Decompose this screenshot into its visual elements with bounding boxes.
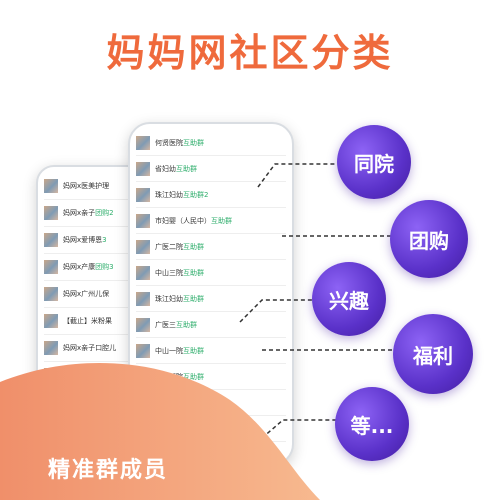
group-name: 妈网x医美护理 bbox=[63, 182, 110, 190]
category-bubble-group-buy[interactable]: 团购 bbox=[390, 200, 468, 278]
connector-line bbox=[257, 163, 338, 188]
group-list-item[interactable]: 妈网x爱博恩3 bbox=[44, 227, 144, 254]
group-avatar bbox=[44, 314, 58, 328]
group-list-item[interactable]: 省妇幼互助群 bbox=[136, 156, 286, 182]
group-tag: 互助群 bbox=[176, 320, 197, 329]
group-tag: 互助群 bbox=[183, 138, 204, 147]
group-list-item[interactable]: 妈网x广州儿保 bbox=[44, 281, 144, 308]
group-list-item[interactable]: 广医二院互助群 bbox=[136, 234, 286, 260]
group-name: 中山三院 bbox=[155, 268, 183, 277]
connector-line bbox=[261, 419, 337, 439]
group-name: 妈网x产康 bbox=[63, 263, 96, 271]
group-avatar bbox=[136, 239, 150, 254]
group-list-item[interactable]: 妈网x产康团购3 bbox=[44, 254, 144, 281]
group-avatar bbox=[44, 206, 58, 220]
group-avatar bbox=[44, 287, 58, 301]
group-tag: 互助群 bbox=[183, 242, 204, 251]
group-list-item[interactable]: 市妇婴（人民中）互助群 bbox=[136, 208, 286, 234]
group-name: 市妇婴（人民中） bbox=[155, 216, 211, 225]
group-avatar bbox=[44, 260, 58, 274]
group-tag: 团购3 bbox=[95, 263, 114, 271]
group-list-item[interactable]: 妈网x亲子口腔儿 bbox=[44, 335, 144, 362]
group-tag: 互助群 bbox=[183, 294, 204, 303]
group-avatar bbox=[44, 233, 58, 247]
group-avatar bbox=[136, 187, 150, 202]
group-tag: 互助群 bbox=[183, 346, 204, 355]
group-avatar bbox=[136, 317, 150, 332]
category-bubble-benefits[interactable]: 福利 bbox=[393, 314, 473, 394]
group-avatar bbox=[136, 135, 150, 150]
group-list-item[interactable]: 妈网x医美护理 bbox=[44, 173, 144, 200]
category-bubble-same-hospital[interactable]: 同院 bbox=[337, 125, 411, 199]
group-name: 何贤医院 bbox=[155, 138, 183, 147]
group-list-item[interactable]: 【截止】米粉果 bbox=[44, 308, 144, 335]
caption-wave bbox=[0, 362, 320, 500]
category-bubble-interest[interactable]: 兴趣 bbox=[312, 262, 386, 336]
caption-text: 精准群成员 bbox=[48, 458, 169, 483]
group-name: 广医三 bbox=[155, 320, 176, 329]
group-list-item[interactable]: 中山三院互助群 bbox=[136, 260, 286, 286]
group-avatar bbox=[44, 179, 58, 193]
group-name: 妈网x爱博恩 bbox=[63, 236, 103, 244]
group-tag: 3 bbox=[102, 236, 107, 244]
group-tag: 互助群2 bbox=[183, 190, 209, 199]
group-avatar bbox=[136, 161, 150, 176]
group-avatar bbox=[136, 213, 150, 228]
group-list-item[interactable]: 广医三互助群 bbox=[136, 312, 286, 338]
group-name: 中山一院 bbox=[155, 346, 183, 355]
group-name: 【截止】米粉果 bbox=[63, 317, 112, 325]
group-name: 广医二院 bbox=[155, 242, 183, 251]
group-list-item[interactable]: 珠江妇幼互助群2 bbox=[136, 182, 286, 208]
group-tag: 团购2 bbox=[95, 209, 114, 217]
connector-line bbox=[239, 299, 318, 323]
group-tag: 互助群 bbox=[183, 372, 204, 381]
group-name: 妈网x广州儿保 bbox=[63, 290, 110, 298]
group-avatar bbox=[136, 265, 150, 280]
group-tag: 互助群 bbox=[211, 216, 232, 225]
category-bubble-more[interactable]: 等... bbox=[335, 387, 409, 461]
page-title: 妈妈网社区分类 bbox=[106, 31, 394, 75]
group-list-item[interactable]: 珠江妇幼互助群 bbox=[136, 286, 286, 312]
group-name: 妈网x亲子 bbox=[63, 209, 96, 217]
group-name: 珠江妇幼 bbox=[155, 294, 183, 303]
group-tag: 互助群 bbox=[176, 164, 197, 173]
group-name: 省妇幼 bbox=[155, 164, 176, 173]
group-tag: 互助群 bbox=[183, 268, 204, 277]
group-list-item[interactable]: 何贤医院互助群 bbox=[136, 130, 286, 156]
group-avatar bbox=[44, 341, 58, 355]
group-name: 珠江妇幼 bbox=[155, 190, 183, 199]
group-list-item[interactable]: 妈网x亲子团购2 bbox=[44, 200, 144, 227]
group-list-item[interactable]: 中山一院互助群 bbox=[136, 338, 286, 364]
group-avatar bbox=[136, 343, 150, 358]
group-avatar bbox=[136, 291, 150, 306]
group-name: 妈网x亲子口腔儿 bbox=[63, 344, 117, 352]
